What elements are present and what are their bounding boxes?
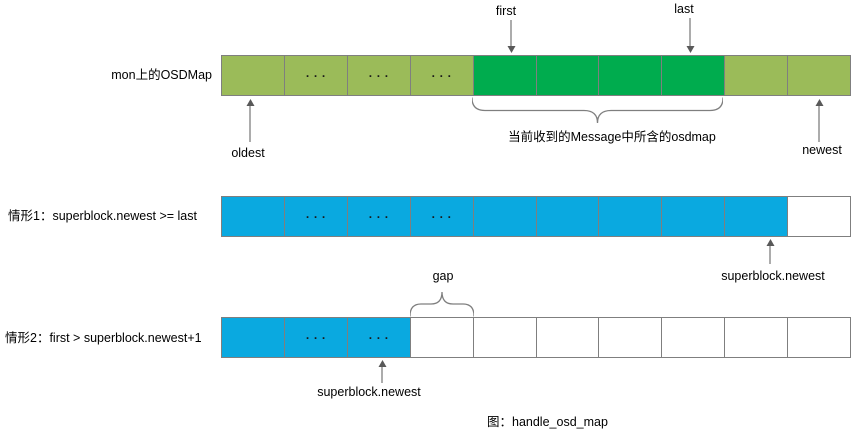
epoch-segment: ··· (284, 197, 348, 236)
epoch-segment (662, 56, 726, 95)
ellipsis-dots: ··· (305, 68, 330, 83)
newest-label: newest (802, 143, 842, 157)
epoch-segment (788, 197, 851, 236)
ellipsis-dots: ··· (431, 68, 456, 83)
case2-superblock-newest-label: superblock.newest (317, 385, 421, 399)
case1-bar: ··· ··· ··· (221, 196, 851, 237)
mon-osdmap-bar: ··· ··· ··· (221, 55, 851, 96)
row1-label: mon上的OSDMap (111, 68, 212, 82)
last-arrow-icon (686, 18, 695, 53)
ellipsis-dots: ··· (305, 209, 330, 224)
epoch-segment: ··· (284, 56, 348, 95)
last-label: last (674, 2, 694, 16)
epoch-segment (599, 318, 663, 357)
oldest-label: oldest (231, 146, 265, 160)
epoch-segment (662, 318, 726, 357)
epoch-segment (536, 197, 600, 236)
epoch-segment: ··· (284, 318, 348, 357)
epoch-segment (788, 56, 851, 95)
ellipsis-dots: ··· (368, 68, 393, 83)
epoch-segment (536, 56, 600, 95)
epoch-segment (536, 318, 600, 357)
epoch-segment (725, 56, 789, 95)
figure-caption: 图：handle_osd_map (487, 415, 608, 429)
epoch-segment (662, 197, 726, 236)
epoch-segment: ··· (347, 56, 411, 95)
epoch-segment: ··· (410, 56, 474, 95)
oldest-arrow-icon (246, 99, 255, 142)
ellipsis-dots: ··· (305, 330, 330, 345)
epoch-segment (222, 197, 285, 236)
newest-arrow-icon (815, 99, 824, 142)
epoch-segment (473, 197, 537, 236)
epoch-segment (599, 197, 663, 236)
ellipsis-dots: ··· (431, 209, 456, 224)
ellipsis-dots: ··· (368, 209, 393, 224)
epoch-segment (788, 318, 851, 357)
row2-label: 情形1：superblock.newest >= last (8, 209, 197, 223)
gap-brace-icon (410, 291, 474, 317)
epoch-segment (473, 56, 537, 95)
epoch-segment: ··· (347, 197, 411, 236)
epoch-segment (599, 56, 663, 95)
epoch-segment: ··· (347, 318, 411, 357)
epoch-segment (473, 318, 537, 357)
message-range-label: 当前收到的Message中所含的osdmap (508, 130, 716, 144)
case2-superblock-newest-arrow-icon (378, 360, 387, 383)
row3-label: 情形2：first > superblock.newest+1 (5, 331, 202, 345)
epoch-segment (725, 197, 789, 236)
first-arrow-icon (507, 20, 516, 53)
epoch-segment: ··· (410, 197, 474, 236)
epoch-segment (410, 318, 474, 357)
message-range-brace-icon (472, 97, 723, 124)
epoch-segment (222, 318, 285, 357)
case1-superblock-newest-arrow-icon (766, 239, 775, 264)
first-label: first (495, 4, 517, 18)
case2-bar: ··· ··· (221, 317, 851, 358)
ellipsis-dots: ··· (368, 330, 393, 345)
gap-label: gap (432, 269, 454, 283)
epoch-segment (725, 318, 789, 357)
case1-superblock-newest-label: superblock.newest (721, 269, 825, 283)
epoch-segment (222, 56, 285, 95)
